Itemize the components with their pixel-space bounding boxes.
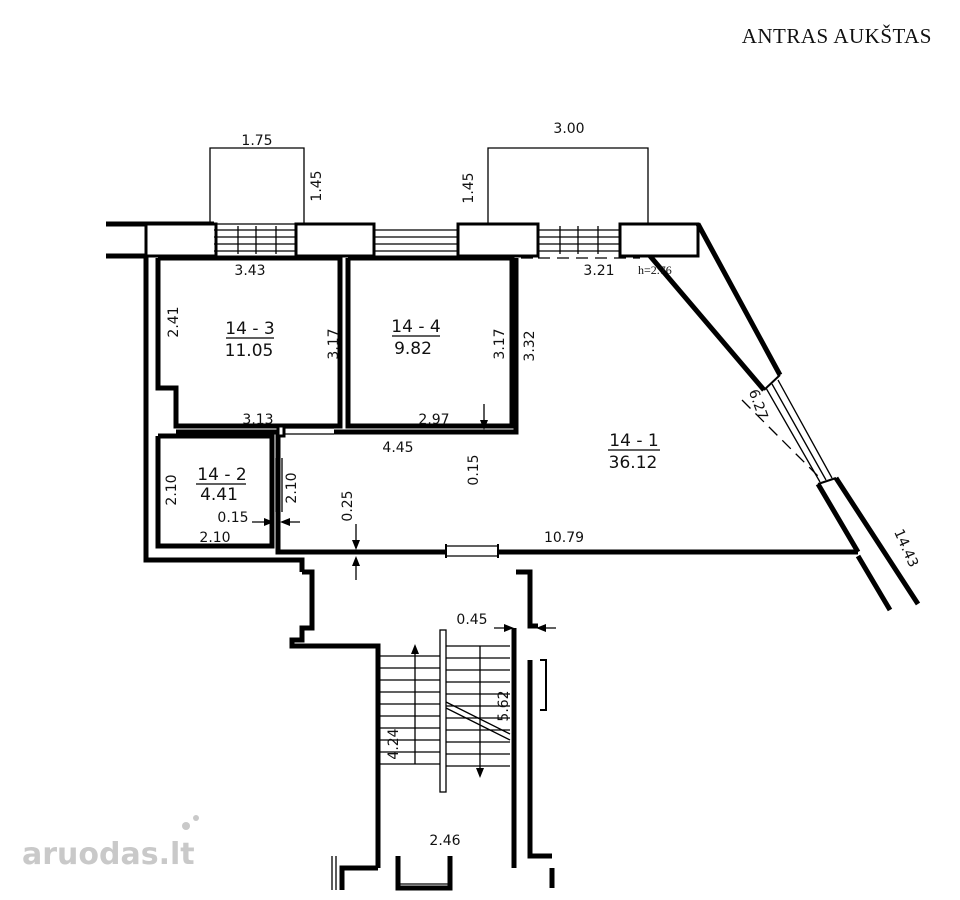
dim-balcony-right-depth: 1.45 (461, 172, 477, 203)
window-room-14-4 (374, 229, 458, 252)
dimension-markers (252, 404, 556, 632)
dim-r1-diag: 6.27 (745, 387, 771, 422)
room-number: 14 - 2 (197, 465, 246, 485)
dim-r2-bottom: 2.10 (199, 530, 230, 546)
dim-r1-bottom: 10.79 (544, 530, 584, 546)
room-14-2-walls (155, 433, 283, 549)
room-number: 14 - 3 (225, 319, 274, 339)
room-label-14-3: 14 - 3 11.05 (225, 319, 275, 361)
room-area: 9.82 (394, 339, 432, 359)
room-label-14-1: 14 - 1 36.12 (608, 431, 660, 473)
dim-r4-bottom: 2.97 (418, 412, 449, 428)
dim-r2-left: 2.10 (164, 474, 180, 505)
dim-r1-outer-diag: 14.43 (890, 527, 921, 570)
dim-balcony-left-depth: 1.45 (309, 170, 325, 201)
window-room-14-1 (538, 226, 620, 254)
dim-r2-step: 0.15 (217, 510, 248, 526)
room-area: 11.05 (225, 341, 274, 361)
room-number: 14 - 4 (391, 317, 440, 337)
dim-stair-gap: 0.45 (456, 612, 487, 628)
ceiling-height: h=2.76 (638, 263, 672, 277)
watermark-logo: aruodas.lt (22, 815, 199, 872)
floor-title: ANTRAS AUKŠTAS (742, 24, 932, 48)
dim-hall-step: 0.15 (466, 454, 482, 485)
dim-stair-left: 4.24 (386, 728, 402, 759)
dim-r3-top: 3.43 (234, 263, 265, 279)
hall-partition (176, 258, 519, 438)
watermark-text: aruodas.lt (22, 837, 195, 872)
dim-balcony-left-width: 1.75 (241, 133, 272, 149)
room-area: 36.12 (609, 453, 658, 473)
balcony-left (209, 147, 305, 225)
exterior-walls (106, 221, 921, 612)
dim-r1-top: 3.21 (583, 263, 614, 279)
dim-balcony-right-width: 3.00 (553, 121, 584, 137)
dim-stair-right: 5.62 (496, 690, 512, 721)
balcony-right (487, 147, 649, 224)
dim-r2-right: 2.10 (284, 472, 300, 503)
window-angled (741, 379, 833, 483)
dim-r4-right: 3.17 (492, 328, 508, 359)
dim-hall: 4.45 (382, 440, 413, 456)
dim-door-step: 0.25 (340, 490, 356, 521)
window-room-14-3 (214, 226, 296, 254)
room-label-14-2: 14 - 2 4.41 (196, 465, 247, 505)
room-number: 14 - 1 (609, 431, 658, 451)
dim-r3-left: 2.41 (166, 306, 182, 337)
dim-r3-right: 3.17 (326, 328, 342, 359)
dim-r3-bottom: 3.13 (242, 412, 273, 428)
dim-stair-bottom: 2.46 (429, 833, 460, 849)
entrance-door (445, 544, 499, 558)
room-14-4-walls (345, 255, 515, 429)
room-label-14-4: 14 - 4 9.82 (391, 317, 440, 359)
dim-r1-left: 3.32 (522, 330, 538, 361)
room-area: 4.41 (200, 485, 238, 505)
staircase (289, 569, 555, 891)
